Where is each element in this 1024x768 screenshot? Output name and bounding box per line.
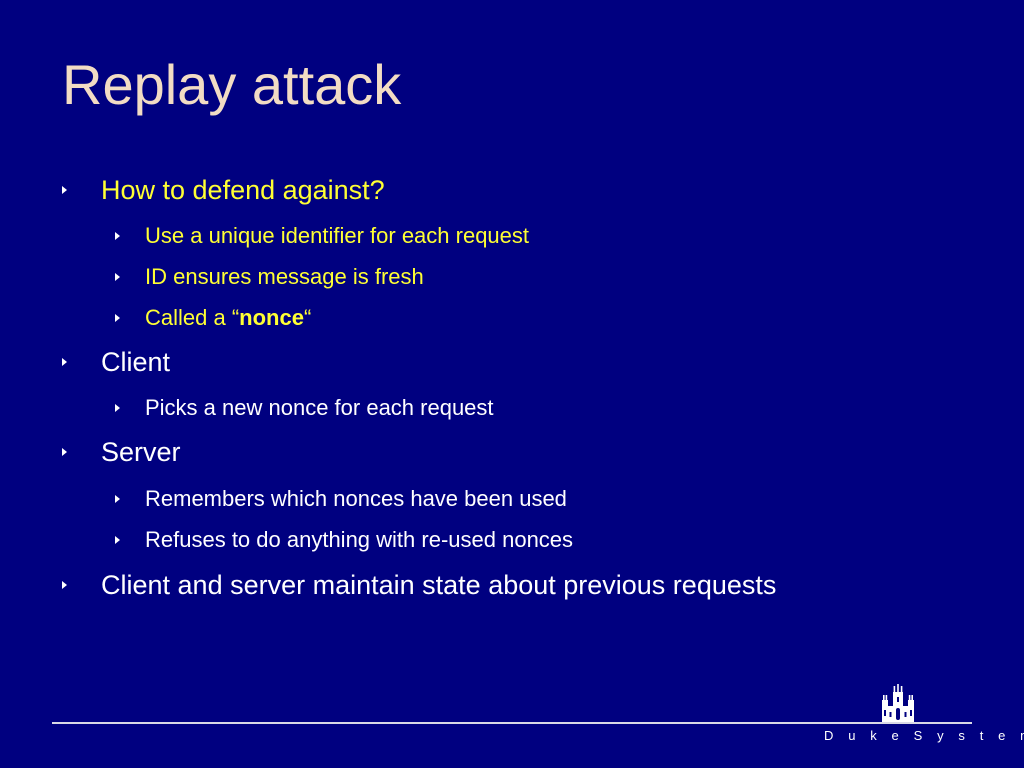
bullet-text: Refuses to do anything with re-used nonc…	[145, 527, 574, 552]
bullet-text: Remembers which nonces have been used	[145, 486, 567, 511]
triangle-bullet-icon	[115, 232, 120, 240]
bullet-text-bold: nonce	[239, 305, 304, 330]
triangle-bullet-icon	[115, 404, 120, 412]
bullet-text: Server	[101, 437, 181, 467]
bullet-text: How to defend against?	[101, 175, 385, 205]
slide-title: Replay attack	[62, 53, 402, 116]
triangle-bullet-icon	[62, 448, 67, 456]
bullet-text: Called a “nonce“	[145, 304, 311, 332]
bullet-text: Picks a new nonce for each request	[145, 395, 494, 420]
bullet-text: Client and server maintain state about p…	[101, 570, 777, 600]
bullet-text-prefix: Called a “	[145, 305, 240, 330]
bullet-text: Client	[101, 347, 171, 377]
chapel-icon	[882, 684, 914, 722]
bullet-text-suffix: “	[303, 305, 312, 330]
triangle-bullet-icon	[115, 536, 120, 544]
footer-divider	[52, 722, 972, 724]
triangle-bullet-icon	[62, 358, 67, 366]
bullet-text: ID ensures message is fresh	[145, 264, 424, 289]
triangle-bullet-icon	[115, 495, 120, 503]
triangle-bullet-icon	[115, 273, 120, 281]
triangle-bullet-icon	[62, 186, 67, 194]
triangle-bullet-icon	[115, 314, 120, 322]
triangle-bullet-icon	[62, 581, 67, 589]
bullet-text: Use a unique identifier for each request	[145, 223, 530, 248]
footer-brand: D u k e S y s t e m s	[824, 728, 1024, 743]
